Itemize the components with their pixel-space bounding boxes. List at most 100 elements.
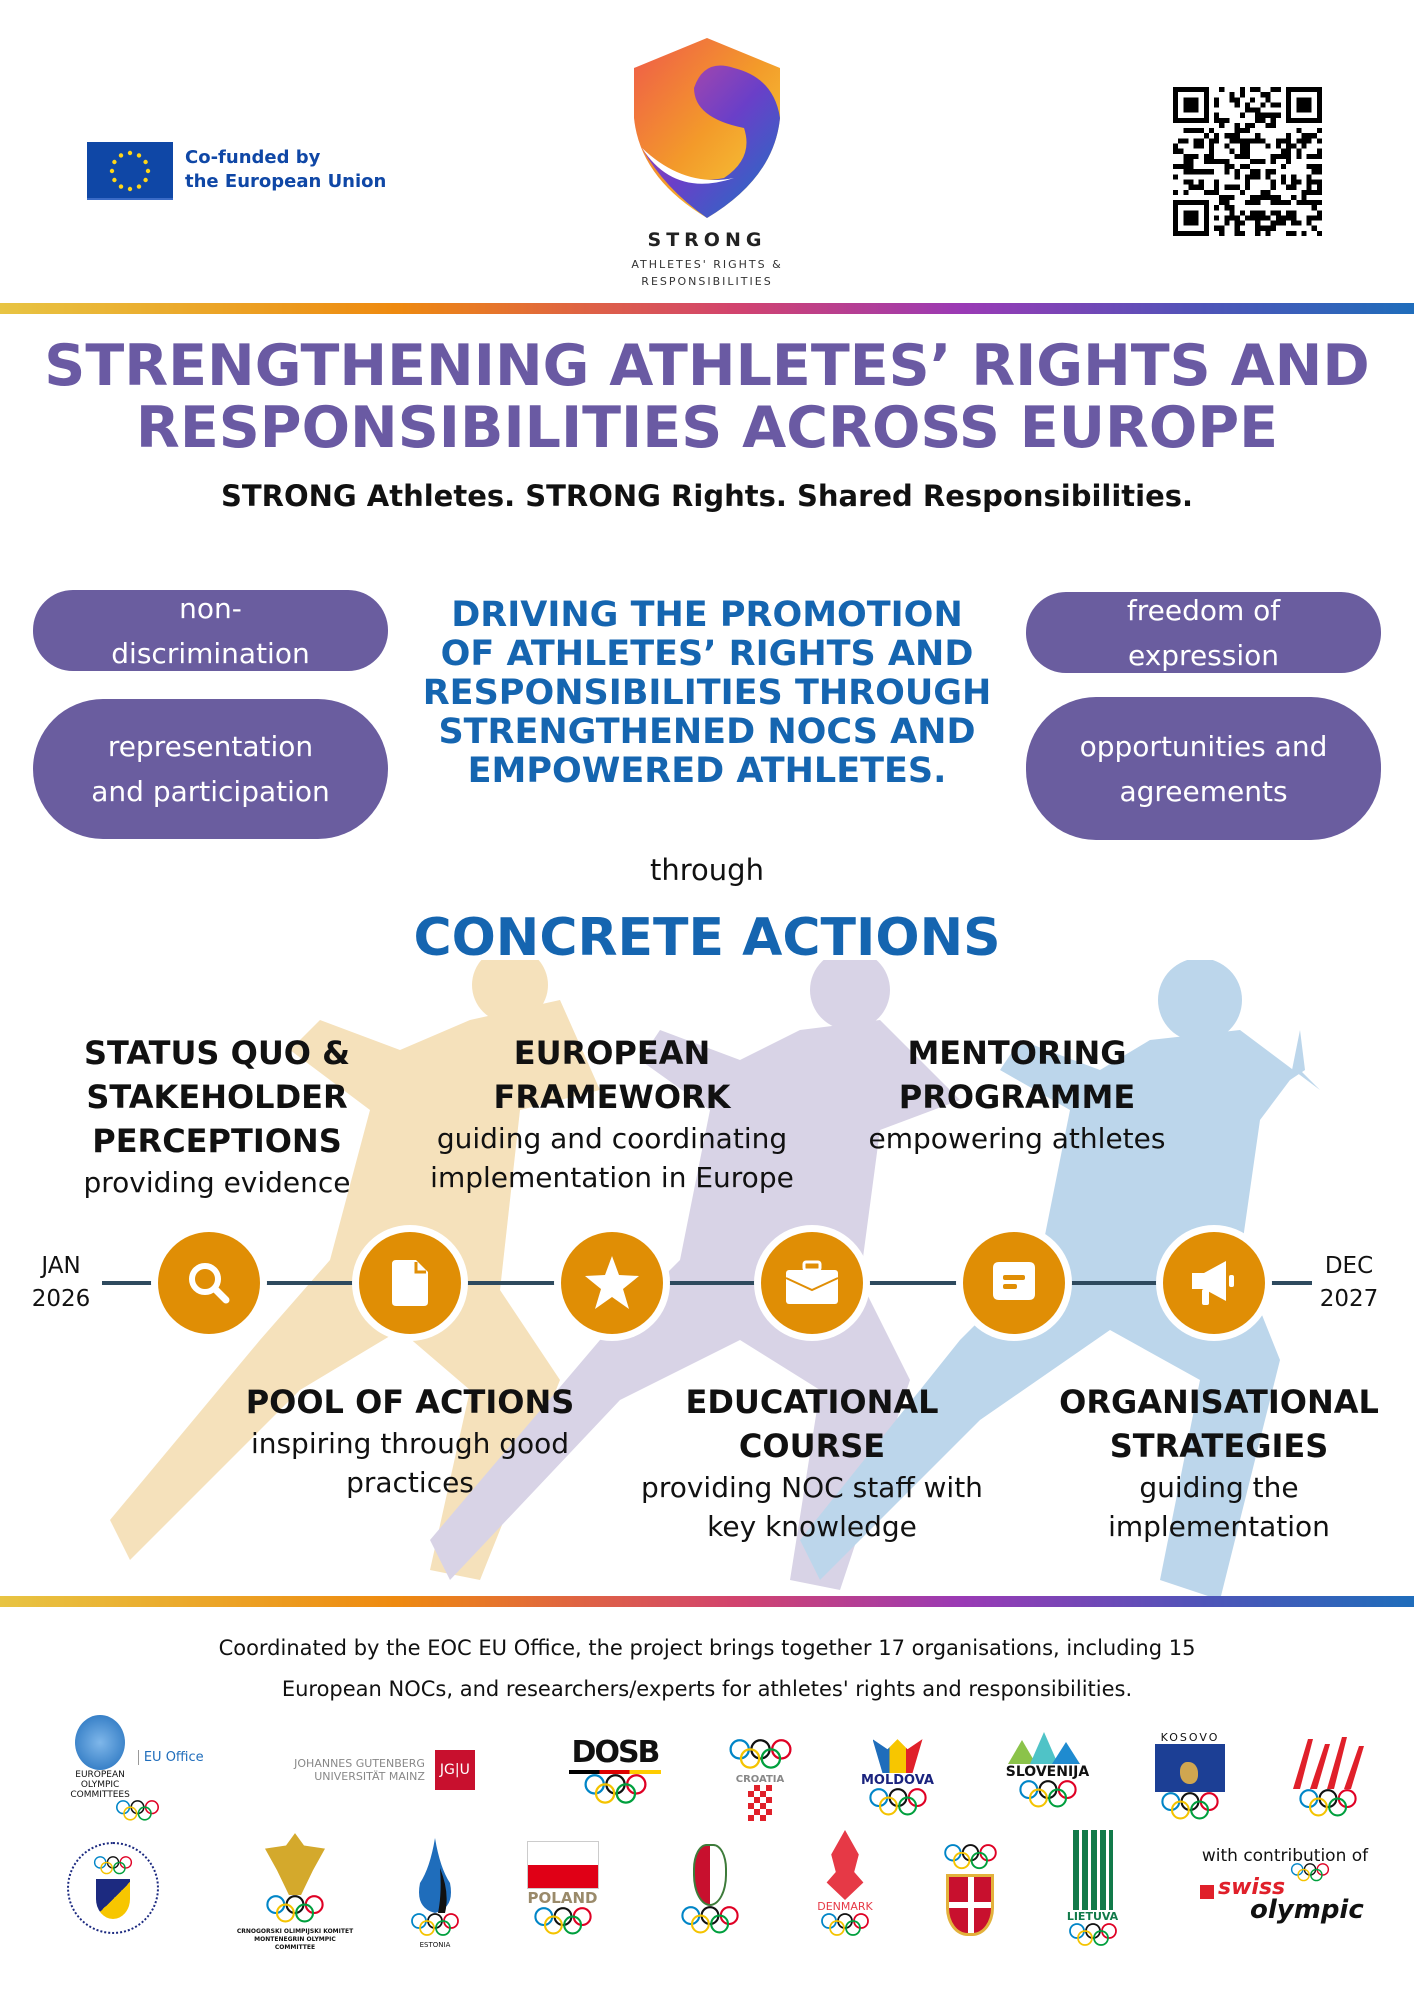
eu-star xyxy=(112,159,117,165)
action-educational-course: EDUCATIONAL COURSE providing NOC staff w… xyxy=(622,1380,1002,1546)
eu-star xyxy=(136,153,142,158)
timeline-node-european-framework[interactable] xyxy=(554,1225,670,1341)
action-subtitle: providing evidence xyxy=(83,1166,351,1199)
olympic-rings-icon xyxy=(728,1739,793,1774)
contribution-label: with contribution of xyxy=(1201,1846,1369,1866)
eu-flag-logo xyxy=(87,142,173,200)
swiss-text: swiss xyxy=(1218,1875,1286,1900)
logo-serbia xyxy=(930,1835,1010,1945)
gradient-divider-bottom xyxy=(0,1596,1414,1607)
concrete-actions-heading: CONCRETE ACTIONS xyxy=(413,908,1001,968)
olympic-rings-icon xyxy=(265,1895,325,1928)
logo-text: LIETUVA xyxy=(1066,1910,1119,1923)
star-icon xyxy=(585,1256,639,1309)
olympic-rings-icon xyxy=(1160,1791,1220,1825)
logo-croatia: CROATIA xyxy=(715,1725,805,1835)
strong-logo-subtitle-2: RESPONSIBILITIES xyxy=(641,275,773,288)
olympic-rings-icon xyxy=(680,1905,740,1939)
strong-logo-subtitle-1: ATHLETES' RIGHTS & xyxy=(631,258,783,271)
eu-star xyxy=(118,153,124,158)
pill-representation-participation: representation and participation xyxy=(33,699,388,839)
timeline-end-date: DEC 2027 xyxy=(1309,1250,1389,1316)
action-organisational-strategies: ORGANISATIONAL STRATEGIES guiding the im… xyxy=(1029,1380,1409,1546)
action-subtitle: providing NOC staff with key knowledge xyxy=(641,1471,983,1543)
logo-jgu-mainz: JOHANNES GUTENBERG UNIVERSITÄT MAINZ JG|… xyxy=(272,1740,497,1800)
strong-shield-logo xyxy=(634,38,780,222)
montenegro-eagle-icon xyxy=(265,1833,325,1896)
action-subtitle: empowering athletes xyxy=(868,1122,1166,1155)
swiss-cross-icon xyxy=(1200,1885,1214,1899)
eu-cofunded-text: Co-funded by the European Union xyxy=(185,146,386,194)
title-line2: RESPONSIBILITIES ACROSS EUROPE xyxy=(135,395,1279,461)
logo-montenegro: CRNOGORSKI OLIMPIJSKI KOMITET MONTENEGRI… xyxy=(235,1830,355,1955)
eu-star xyxy=(127,186,133,192)
estonia-flame-icon xyxy=(419,1837,451,1913)
timeline-node-organisational-strategies[interactable] xyxy=(1156,1225,1272,1341)
eu-star xyxy=(143,159,148,165)
timeline-node-mentoring[interactable] xyxy=(956,1225,1072,1341)
action-european-framework: EUROPEAN FRAMEWORK guiding and coordinat… xyxy=(422,1031,802,1197)
briefcase-icon xyxy=(785,1260,839,1304)
hungary-coat-of-arms-icon xyxy=(693,1843,727,1906)
olympic-rings-icon xyxy=(1290,1863,1330,1886)
eu-star xyxy=(118,184,124,189)
olympic-rings-icon xyxy=(820,1913,870,1941)
olympic-rings-icon xyxy=(1068,1923,1118,1951)
logo-denmark: DENMARK xyxy=(805,1828,885,1943)
mission-statement: DRIVING THE PROMOTION OF ATHLETES’ RIGHT… xyxy=(422,595,992,791)
olympic-rings-icon xyxy=(533,1906,593,1940)
eu-star xyxy=(109,168,115,174)
olympic-text: olympic xyxy=(1250,1895,1364,1925)
end-year: 2027 xyxy=(1319,1286,1379,1312)
title-line1: STRENGTHENING ATHLETES’ RIGHTS AND xyxy=(44,333,1370,399)
start-month: JAN xyxy=(41,1253,81,1279)
timeline-start-date: JAN 2026 xyxy=(21,1250,101,1316)
qr-code[interactable] xyxy=(1173,87,1322,240)
olympic-rings-icon xyxy=(1018,1779,1078,1813)
moldova-emblem-icon xyxy=(872,1739,923,1774)
action-mentoring: MENTORING PROGRAMME empowering athletes xyxy=(827,1031,1207,1158)
timeline-node-educational-course[interactable] xyxy=(754,1225,870,1341)
timeline-node-status-quo[interactable] xyxy=(151,1225,267,1341)
tagline: STRONG Athletes. STRONG Rights. Shared R… xyxy=(220,479,1194,513)
gradient-divider-top xyxy=(0,303,1414,314)
logo-text: POLAND xyxy=(527,1888,598,1907)
start-year: 2026 xyxy=(31,1286,91,1312)
action-status-quo: STATUS QUO & STAKEHOLDER PERCEPTIONS pro… xyxy=(27,1031,407,1202)
logo-slovenija: SLOVENIJA xyxy=(995,1722,1100,1822)
logo-text: SLOVENIJA xyxy=(1005,1763,1090,1780)
lietuva-pillars-icon xyxy=(1072,1830,1113,1910)
document-icon xyxy=(392,1260,428,1306)
coordination-line1: Coordinated by the EOC EU Office, the pr… xyxy=(218,1636,1196,1660)
logo-text: CRNOGORSKI OLIMPIJSKI KOMITET MONTENEGRI… xyxy=(236,1927,354,1951)
olympic-rings-icon xyxy=(943,1843,998,1874)
coordination-line2: European NOCs, and researchers/experts f… xyxy=(281,1677,1133,1701)
action-pool-of-actions: POOL OF ACTIONS inspiring through good p… xyxy=(220,1380,600,1502)
through-text: through xyxy=(650,853,764,887)
logo-lietuva: LIETUVA xyxy=(1055,1828,1130,1953)
logo-poland: POLAND xyxy=(520,1835,605,1945)
logo-kosovo: KOSOVO xyxy=(1145,1720,1235,1835)
action-title: MENTORING PROGRAMME xyxy=(898,1034,1136,1116)
logo-text: KOSOVO xyxy=(1160,1730,1220,1744)
eoc-globe-icon xyxy=(75,1714,126,1770)
olympic-rings-icon xyxy=(1298,1788,1358,1822)
logo-swiss-olympic: swiss olympic xyxy=(1200,1863,1380,1935)
logo-dosb: DOSB xyxy=(565,1730,665,1815)
olympic-rings-icon xyxy=(410,1912,460,1941)
action-subtitle: inspiring through good practices xyxy=(250,1427,570,1499)
pill-non-discrimination: non- discrimination xyxy=(33,590,388,671)
eu-star xyxy=(136,184,142,189)
logo-text: JOHANNES GUTENBERG UNIVERSITÄT MAINZ xyxy=(294,1757,425,1783)
logo-moldova: MOLDOVA xyxy=(855,1730,940,1830)
eu-text-line1: Co-funded by xyxy=(185,147,321,168)
logo-text: MOLDOVA xyxy=(860,1773,934,1789)
timeline-node-pool-of-actions[interactable] xyxy=(352,1225,468,1341)
pill-freedom-of-expression: freedom of expression xyxy=(1026,592,1381,673)
eu-star xyxy=(127,150,133,156)
logo-extra: EU Office xyxy=(137,1749,204,1765)
eu-star xyxy=(145,168,151,174)
megaphone-icon xyxy=(1192,1261,1234,1305)
serbia-shield-icon xyxy=(946,1874,994,1937)
eu-text-line2: the European Union xyxy=(185,171,387,192)
